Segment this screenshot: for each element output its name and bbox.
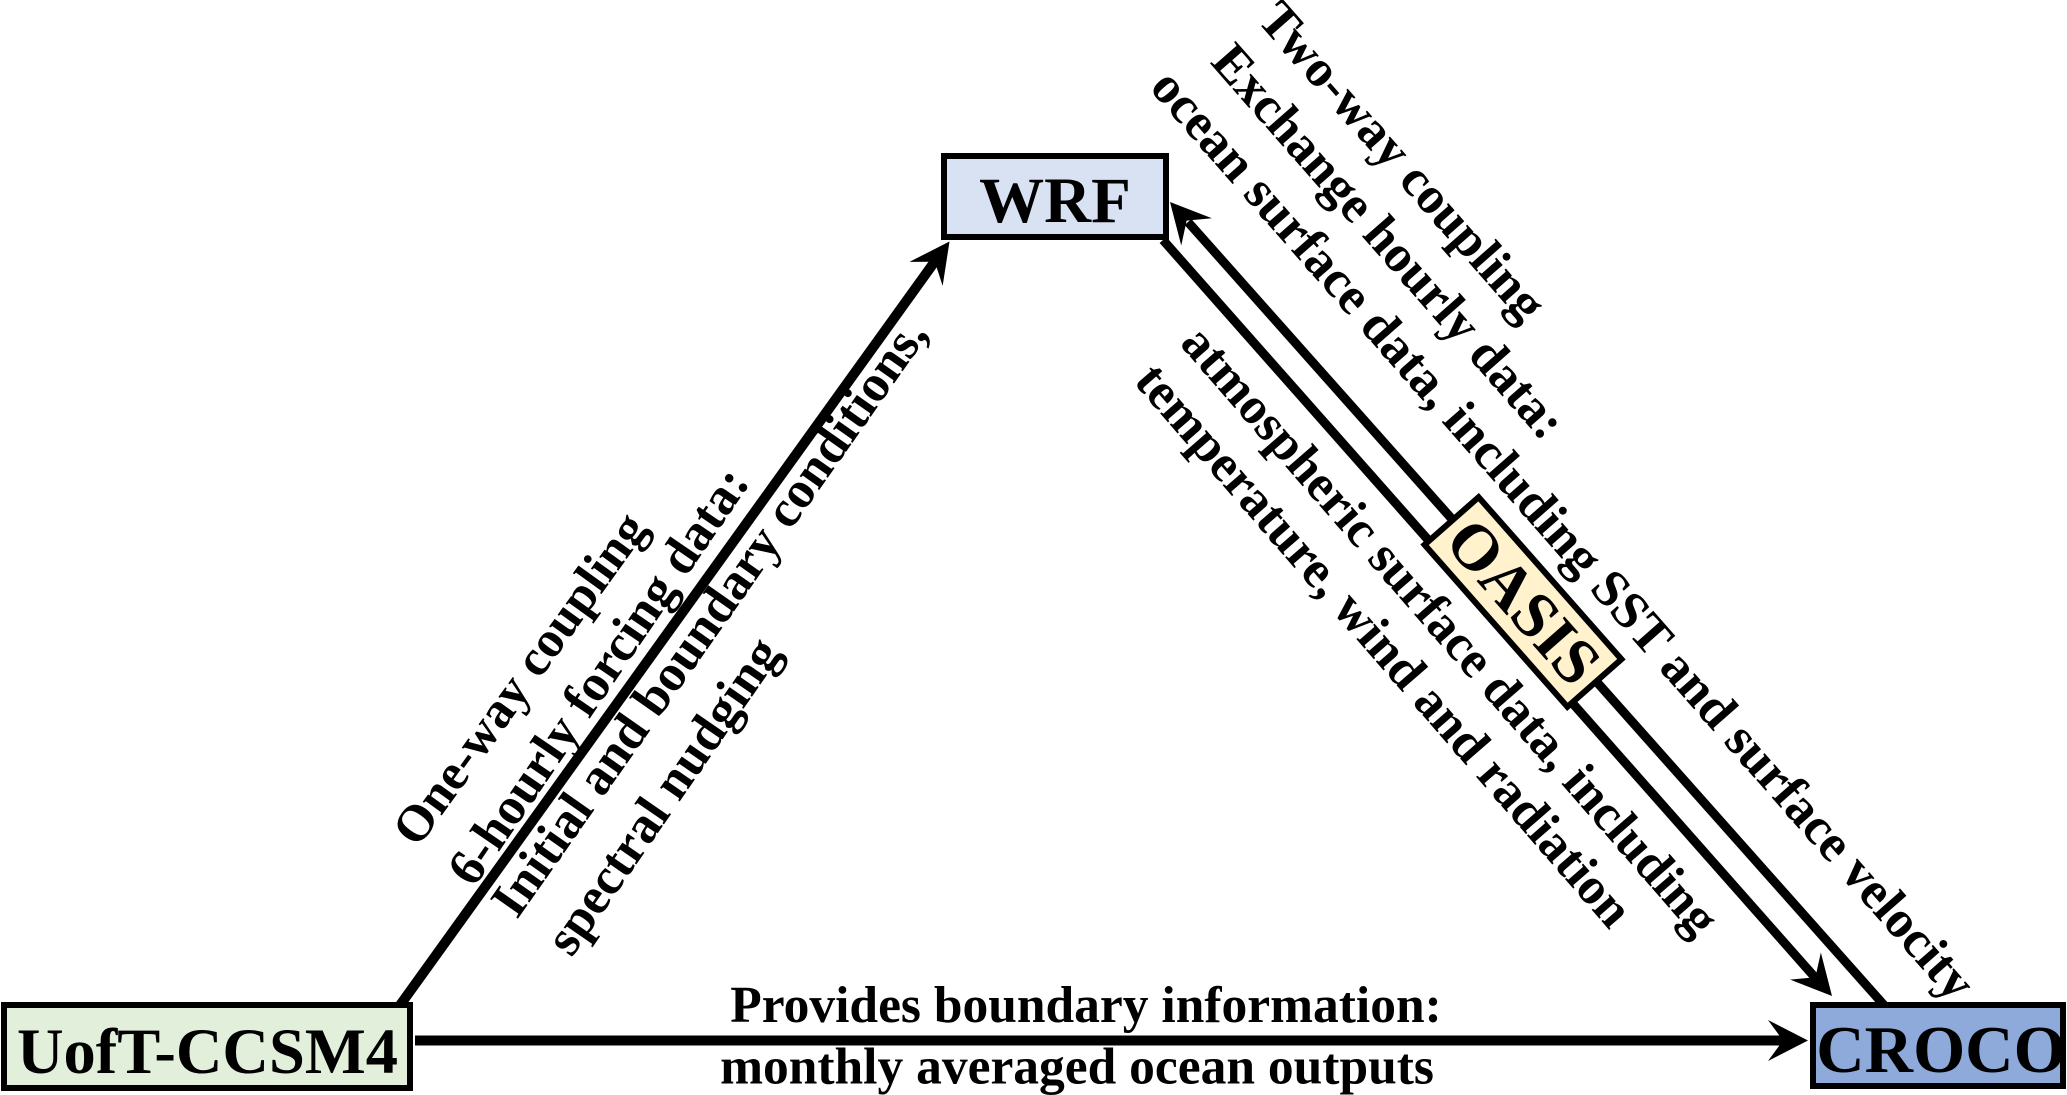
svg-text:Provides boundary information:: Provides boundary information: xyxy=(730,977,1442,1034)
svg-text:WRF: WRF xyxy=(979,165,1131,237)
svg-text:CROCO: CROCO xyxy=(1816,1013,2065,1087)
svg-text:monthly averaged ocean outputs: monthly averaged ocean outputs xyxy=(720,1039,1434,1095)
svg-text:UofT-CCSM4: UofT-CCSM4 xyxy=(17,1016,398,1087)
